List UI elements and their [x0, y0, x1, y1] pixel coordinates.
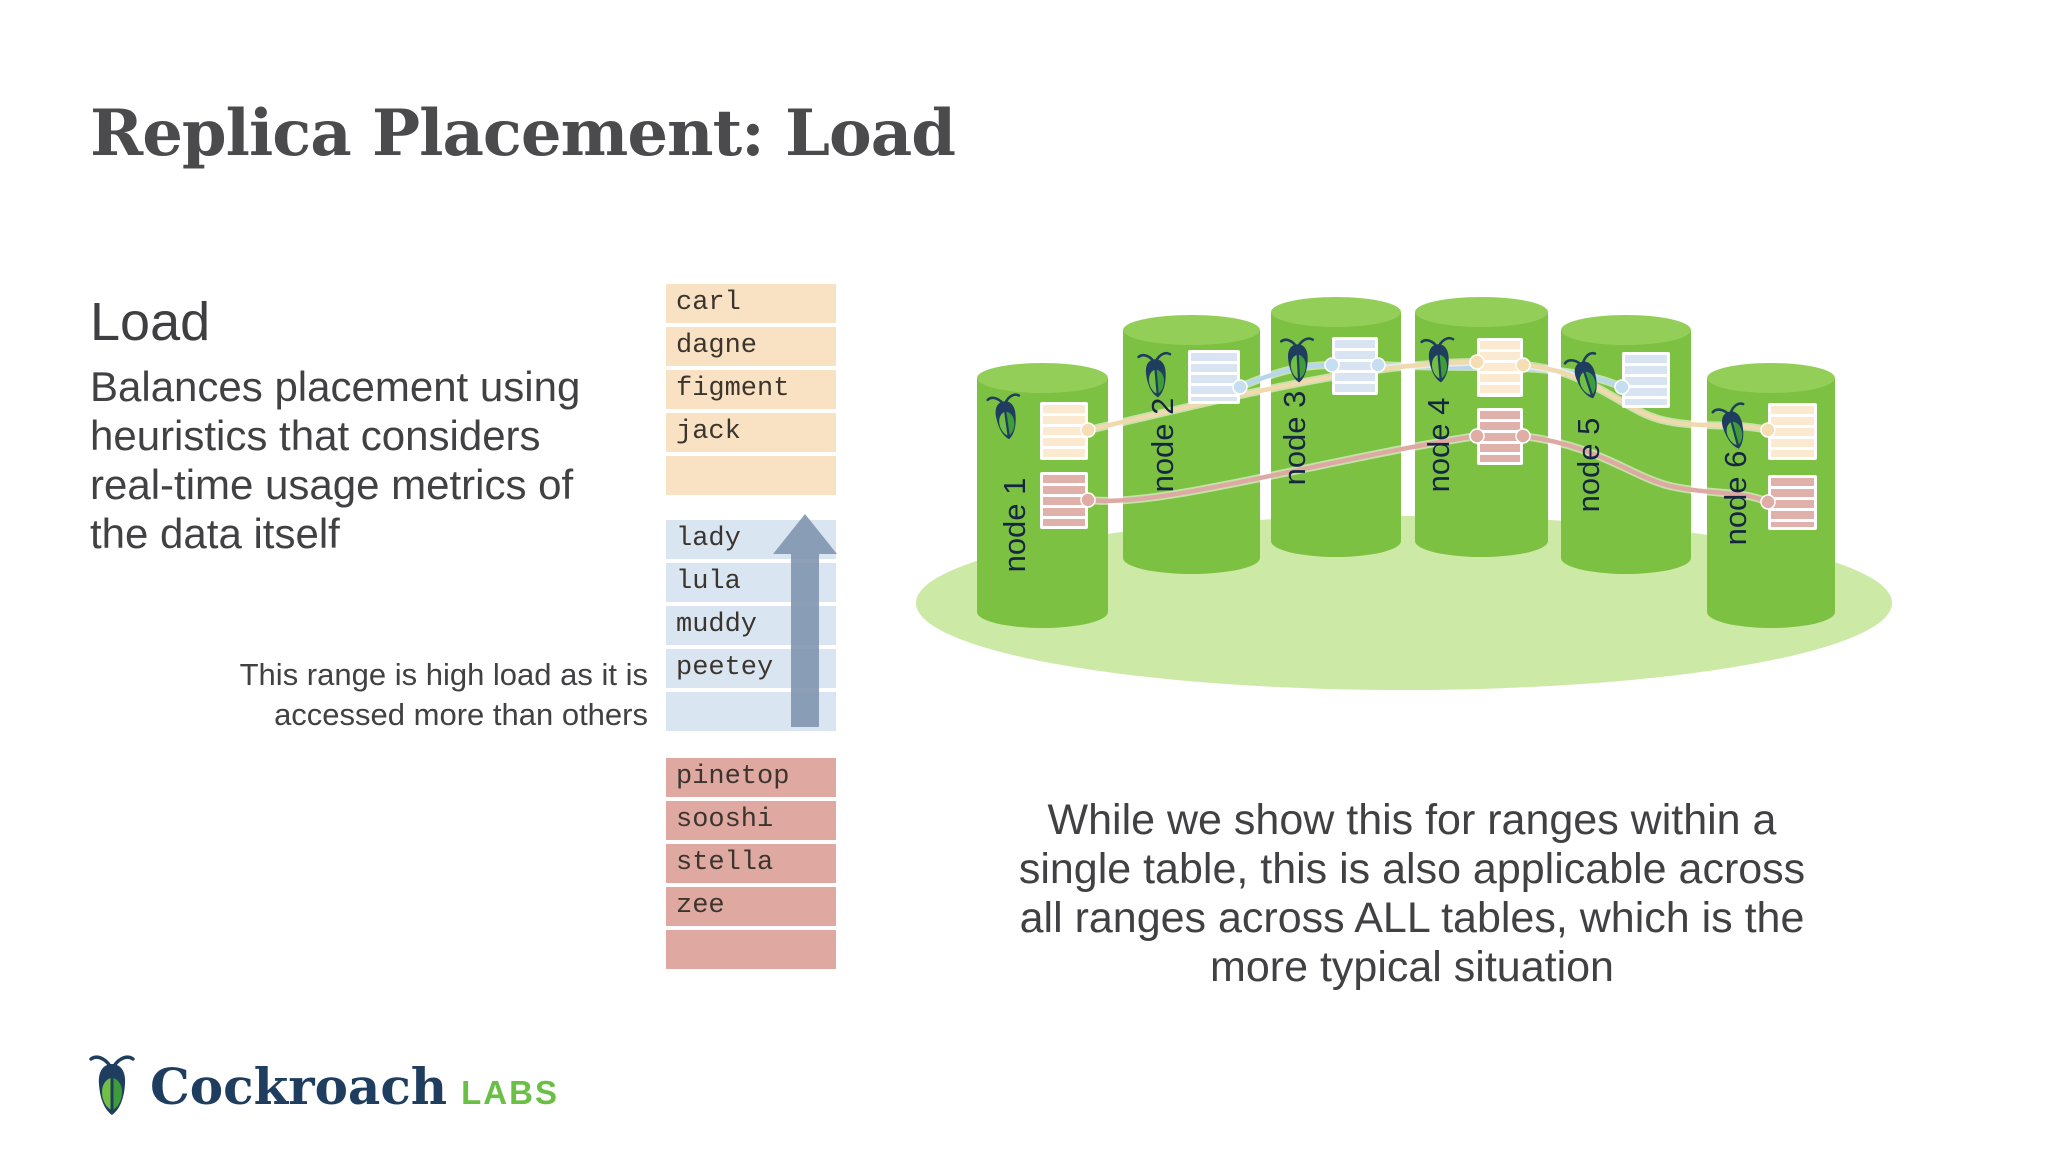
- node-label: node 6: [1718, 451, 1753, 546]
- description-line: the data itself: [90, 510, 340, 557]
- replica-table-cold: [1768, 475, 1817, 530]
- node-cylinder-3: [1271, 297, 1401, 557]
- node-label: node 4: [1421, 398, 1456, 493]
- node-label: node 1: [997, 478, 1032, 573]
- logo-brand-text: Cockroach: [150, 1057, 448, 1116]
- replica-table-cold: [1040, 472, 1088, 529]
- section-heading: Load: [90, 292, 211, 352]
- replica-table-cold: [1477, 408, 1523, 465]
- replica-table-hot: [1622, 352, 1670, 408]
- range-row: jack: [666, 413, 836, 452]
- replica-table-hot: [1332, 337, 1378, 395]
- cockroach-bug-icon: [88, 1052, 136, 1118]
- high-load-arrow-icon: [773, 514, 837, 727]
- left-text-block: Load Balances placement using heuristics…: [90, 292, 650, 558]
- cockroach-labs-logo: Cockroach LABS: [88, 1052, 559, 1118]
- range-row: dagne: [666, 327, 836, 366]
- range-row: sooshi: [666, 801, 836, 840]
- description-line: Balances placement using: [90, 363, 581, 410]
- range-row: figment: [666, 370, 836, 409]
- footnote-line: While we show this for ranges within a: [1047, 796, 1777, 844]
- range-table-warm: carl dagne figment jack: [666, 284, 836, 499]
- replica-table-hot: [1188, 350, 1240, 404]
- range-row: carl: [666, 284, 836, 323]
- replication-line-cold: [1084, 432, 1772, 506]
- cluster-diagram: node 1 node 2 node 3 node 4 node 5 node …: [916, 297, 1892, 690]
- footnote-line: single table, this is also applicable ac…: [1018, 845, 1806, 893]
- logo-suffix-text: LABS: [461, 1074, 559, 1111]
- range-row: zee: [666, 887, 836, 926]
- replica-table-warm: [1477, 338, 1523, 397]
- replica-table-warm: [1768, 403, 1817, 460]
- node-label: node 2: [1145, 398, 1180, 493]
- description-line: real-time usage metrics of: [90, 461, 574, 508]
- footnote: While we show this for ranges within a s…: [1012, 796, 1812, 992]
- slide-title: Replica Placement: Load: [90, 96, 956, 171]
- high-load-annotation: This range is high load as it is accesse…: [230, 655, 648, 735]
- annotation-line: This range is high load as it is: [239, 657, 648, 692]
- range-row: pinetop: [666, 758, 836, 797]
- footnote-line: more typical situation: [1210, 943, 1614, 991]
- connection-dots: [1080, 354, 1776, 510]
- description-line: heuristics that considers: [90, 412, 541, 459]
- annotation-line: accessed more than others: [274, 697, 648, 732]
- replica-table-warm: [1040, 402, 1088, 460]
- range-row: stella: [666, 844, 836, 883]
- range-table-cold: pinetop sooshi stella zee: [666, 758, 836, 973]
- node-label: node 3: [1277, 391, 1312, 486]
- footnote-line: all ranges across ALL tables, which is t…: [1019, 894, 1805, 942]
- range-row: [666, 930, 836, 969]
- node-label: node 5: [1571, 418, 1606, 513]
- range-row: [666, 456, 836, 495]
